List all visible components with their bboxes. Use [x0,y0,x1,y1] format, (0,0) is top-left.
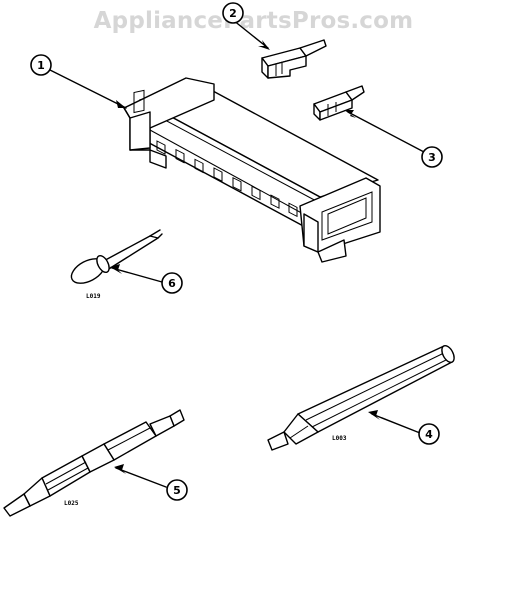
callout-2: 2 [222,2,244,24]
connector-housing [123,77,381,263]
watermark: AppliancePartsPros.com [93,8,414,34]
terminal-part-3 [313,85,365,121]
callout-1: 1 [30,54,52,76]
callout-6-label: 6 [168,277,176,290]
leader-lines [49,19,425,488]
callout-2-label: 2 [229,7,237,20]
probe-tool-6 [70,229,163,284]
part-code-6: L019 [86,293,101,300]
callout-1-label: 1 [37,59,45,72]
callout-3: 3 [421,146,443,168]
double-tool-5 [3,409,185,517]
terminal-part-2 [261,39,327,79]
callout-3-label: 3 [428,151,436,164]
callout-5: 5 [166,479,188,501]
callout-4: 4 [418,423,440,445]
pen-tool-4 [267,345,455,451]
callout-6: 6 [161,272,183,294]
part-code-4: L003 [332,435,347,442]
callout-4-label: 4 [425,428,433,441]
callout-5-label: 5 [173,484,181,497]
part-code-5: L025 [64,500,79,507]
